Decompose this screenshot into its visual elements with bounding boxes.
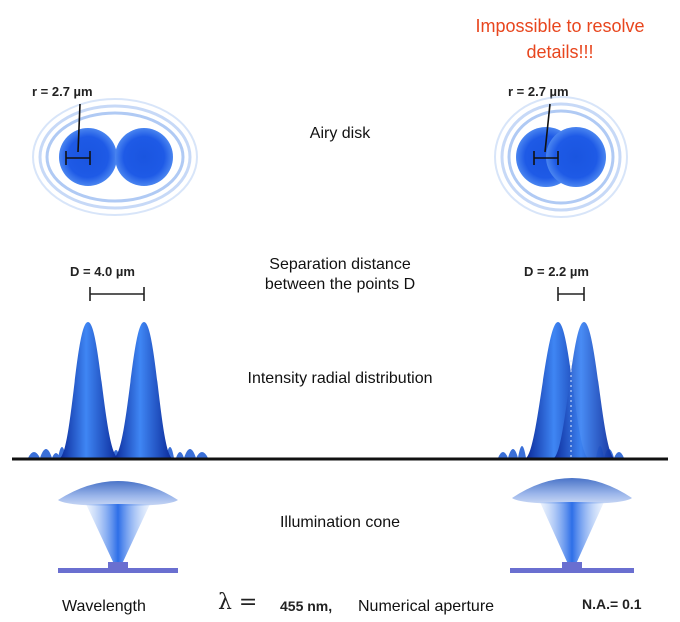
right-intensity-distribution — [498, 322, 624, 458]
lambda-symbol: λ = — [218, 590, 258, 615]
right-separation-marker — [557, 287, 585, 301]
warning-line-2: details!!! — [526, 42, 594, 62]
cone-label: Illumination cone — [279, 514, 401, 531]
wavelength-label: Wavelength — [62, 598, 146, 615]
right-peak-2 — [554, 322, 614, 458]
left-peak-1 — [60, 322, 118, 458]
left-airy-disk-pair — [32, 98, 198, 216]
left-airy-disk-1 — [59, 128, 117, 186]
left-radius-marker — [65, 103, 91, 165]
right-specimen — [562, 562, 582, 570]
left-separation-marker — [89, 287, 145, 301]
right-radius-marker — [533, 103, 559, 165]
left-airy-rings — [32, 98, 198, 216]
left-specimen — [108, 562, 128, 570]
left-airy-disk-2 — [115, 128, 173, 186]
right-separation-label: D = 2.2 µm — [524, 264, 589, 279]
right-illumination-cone — [510, 478, 634, 573]
right-airy-rings — [494, 96, 628, 218]
left-peak-2 — [114, 322, 172, 458]
na-value: N.A.= 0.1 — [582, 596, 642, 612]
right-airy-disk-pair — [494, 96, 628, 218]
left-stage — [58, 568, 178, 573]
left-intensity-distribution — [28, 322, 208, 458]
right-light-cone — [540, 502, 604, 564]
right-radius-label: r = 2.7 µm — [508, 84, 569, 99]
left-separation-label: D = 4.0 µm — [70, 264, 135, 279]
left-condenser-lens — [58, 481, 178, 506]
left-light-cone — [86, 504, 150, 564]
na-label: Numerical aperture — [358, 598, 495, 615]
right-condenser-lens — [512, 478, 632, 504]
right-airy-disk-2 — [546, 127, 606, 187]
intensity-label: Intensity radial distribution — [247, 370, 433, 387]
wavelength-value: 455 nm, — [280, 598, 333, 614]
left-side-lobes-outer — [28, 449, 208, 458]
separation-label-line-2: between the points D — [264, 276, 416, 293]
left-radius-label: r = 2.7 µm — [32, 84, 93, 99]
left-side-lobes-inner — [58, 447, 174, 458]
left-illumination-cone — [58, 481, 178, 573]
airy-disk-label: Airy disk — [309, 125, 371, 142]
right-stage — [510, 568, 634, 573]
separation-label-line-1: Separation distance — [269, 256, 411, 273]
warning-line-1: Impossible to resolve — [475, 16, 645, 36]
